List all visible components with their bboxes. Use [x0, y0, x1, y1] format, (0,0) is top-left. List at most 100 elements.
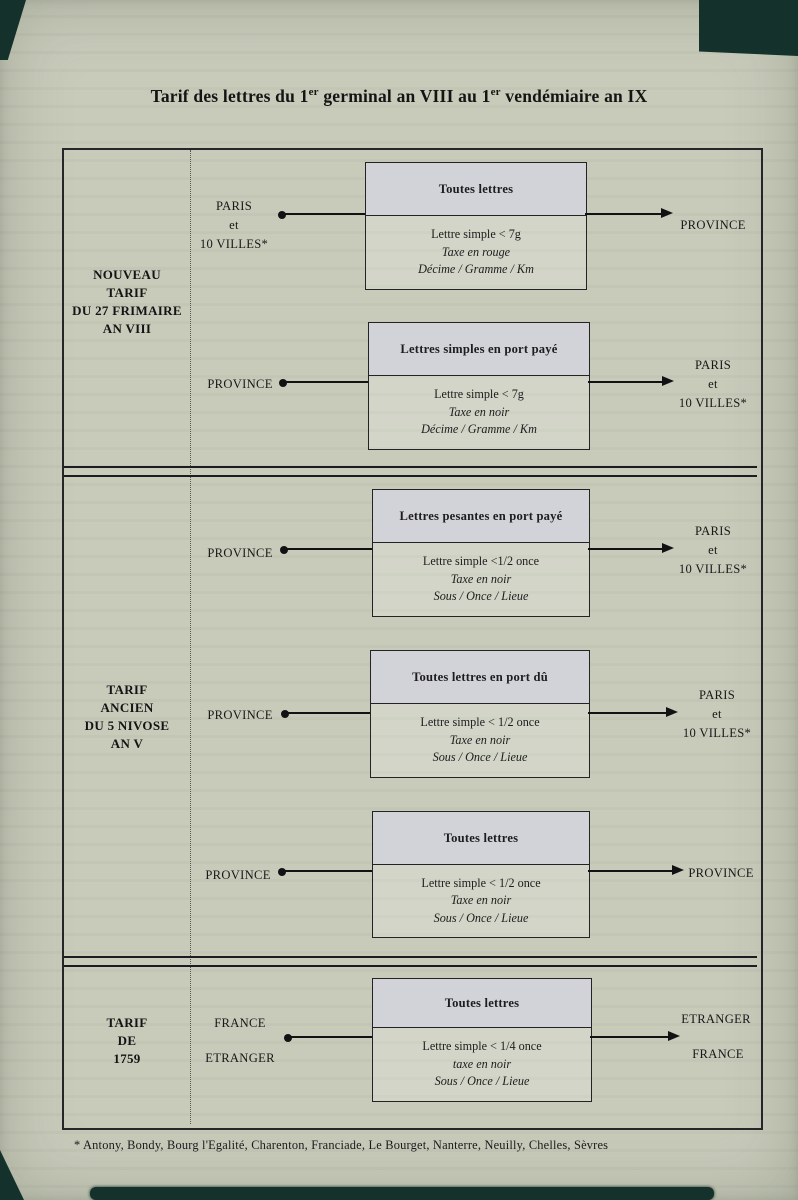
section-separator-2 [64, 956, 757, 967]
to-label-line: 10 VILLES* [678, 562, 748, 576]
box-body-line: taxe en noir [452, 1056, 512, 1071]
box-header: Toutes lettres en port dû [371, 651, 589, 704]
to-label-line: PROVINCE [680, 218, 746, 232]
from-label-line: PROVINCE [207, 708, 273, 722]
section-separator-1 [64, 466, 757, 477]
box-body-line: Sous / Once / Lieue [432, 750, 528, 765]
section-label-line: DU 27 FRIMAIRE [72, 303, 182, 318]
scan-artifact-bottom-left [0, 1150, 24, 1200]
section-label-line: DU 5 NIVOSE [84, 718, 170, 733]
from-label-line: 10 VILLES* [199, 237, 269, 251]
box-body-line: Taxe en rouge [441, 244, 511, 259]
box-body-line: Taxe en noir [449, 732, 511, 747]
column-divider [190, 150, 191, 1124]
box-body: Lettre simple < 7g Taxe en rouge Décime … [366, 216, 586, 289]
section-label-line: 1759 [113, 1051, 141, 1066]
arrow-right-icon [662, 376, 674, 386]
arrow-right-icon [662, 543, 674, 553]
connector-line [286, 381, 368, 384]
from-label-line: PROVINCE [207, 546, 273, 560]
connector-line [588, 548, 662, 551]
tariff-box: Toutes lettres Lettre simple < 1/2 once … [372, 811, 590, 938]
connector-line [590, 1036, 668, 1039]
page-title: Tarif des lettres du 1er germinal an VII… [0, 86, 798, 107]
tariff-box: Toutes lettres Lettre simple < 7g Taxe e… [365, 162, 587, 290]
from-label: PROVINCE [196, 866, 280, 885]
scan-artifact-top-right [699, 0, 798, 56]
section-label-tarif-ancien: TARIF ANCIEN DU 5 NIVOSE AN V [66, 681, 188, 753]
to-label: PROVINCE [670, 216, 756, 235]
from-label: ETRANGER [196, 1049, 284, 1068]
box-body: Lettre simple < 1/4 once taxe en noir So… [373, 1028, 591, 1101]
section-label-nouveau-tarif: NOUVEAU TARIF DU 27 FRIMAIRE AN VIII [66, 266, 188, 338]
footnote: * Antony, Bondy, Bourg l'Egalité, Charen… [74, 1138, 609, 1152]
tariff-box: Lettres simples en port payé Lettre simp… [368, 322, 590, 450]
from-label: PARIS et 10 VILLES* [194, 197, 274, 254]
tariff-box: Lettres pesantes en port payé Lettre sim… [372, 489, 590, 617]
from-label-line: PARIS [215, 199, 253, 213]
arrow-right-icon [672, 865, 684, 875]
box-body-line: Lettre simple < 7g [434, 387, 524, 402]
box-body-line: Décime / Gramme / Km [418, 262, 534, 277]
from-label: PROVINCE [198, 544, 282, 563]
to-label: PARIS et 10 VILLES* [668, 522, 758, 579]
connector-dot [279, 379, 287, 387]
title-text: germinal an VIII au 1 [318, 86, 491, 106]
from-label-line: et [229, 218, 239, 232]
section-label-line: TARIF [106, 682, 148, 697]
to-label: ETRANGER [672, 1010, 760, 1029]
section-label-line: TARIF [106, 1015, 148, 1030]
connector-line [285, 213, 365, 216]
section-label-line: AN VIII [102, 321, 152, 336]
to-label: PROVINCE [680, 864, 762, 883]
box-body-line: Taxe en noir [450, 893, 512, 908]
from-label-line: ETRANGER [205, 1051, 275, 1065]
connector-dot [280, 546, 288, 554]
connector-line [585, 213, 661, 216]
from-label: FRANCE [200, 1014, 280, 1033]
section-label-line: NOUVEAU [93, 267, 161, 282]
title-text: Tarif des lettres du 1 [150, 86, 309, 106]
section-label-line: ANCIEN [100, 700, 154, 715]
box-body: Lettre simple < 7g Taxe en noir Décime /… [369, 376, 589, 449]
to-label-line: et [712, 707, 722, 721]
arrow-right-icon [661, 208, 673, 218]
connector-line [287, 548, 372, 551]
to-label: FRANCE [678, 1045, 758, 1064]
connector-line [588, 870, 672, 873]
to-label-line: PROVINCE [688, 866, 754, 880]
connector-line [588, 381, 662, 384]
section-label-line: TARIF [106, 285, 148, 300]
to-label-line: ETRANGER [681, 1012, 751, 1026]
diagram-frame [62, 148, 763, 1130]
box-body-line: Lettre simple < 7g [431, 227, 521, 242]
from-label: PROVINCE [198, 706, 282, 725]
box-header: Toutes lettres [373, 812, 589, 865]
to-label-line: et [708, 377, 718, 391]
box-body-line: Taxe en noir [448, 404, 510, 419]
connector-line [588, 712, 666, 715]
to-label-line: PARIS [694, 524, 732, 538]
from-label: PROVINCE [198, 375, 282, 394]
to-label-line: FRANCE [692, 1047, 744, 1061]
scan-artifact-top-left [0, 0, 26, 60]
from-label-line: PROVINCE [207, 377, 273, 391]
to-label-line: et [708, 543, 718, 557]
box-body-line: Sous / Once / Lieue [433, 589, 529, 604]
section-label-line: DE [117, 1033, 137, 1048]
box-body-line: Taxe en noir [450, 571, 512, 586]
arrow-right-icon [666, 707, 678, 717]
connector-line [285, 870, 372, 873]
title-text: vendémiaire an IX [500, 86, 648, 106]
box-header: Toutes lettres [366, 163, 586, 216]
section-label-line: AN V [110, 736, 144, 751]
connector-dot [278, 868, 286, 876]
connector-dot [281, 710, 289, 718]
scan-artifact-bottom-strip [90, 1187, 714, 1200]
box-body: Lettre simple <1/2 once Taxe en noir Sou… [373, 543, 589, 616]
tariff-box: Toutes lettres en port dû Lettre simple … [370, 650, 590, 778]
box-body-line: Sous / Once / Lieue [433, 910, 529, 925]
connector-dot [284, 1034, 292, 1042]
arrow-right-icon [668, 1031, 680, 1041]
